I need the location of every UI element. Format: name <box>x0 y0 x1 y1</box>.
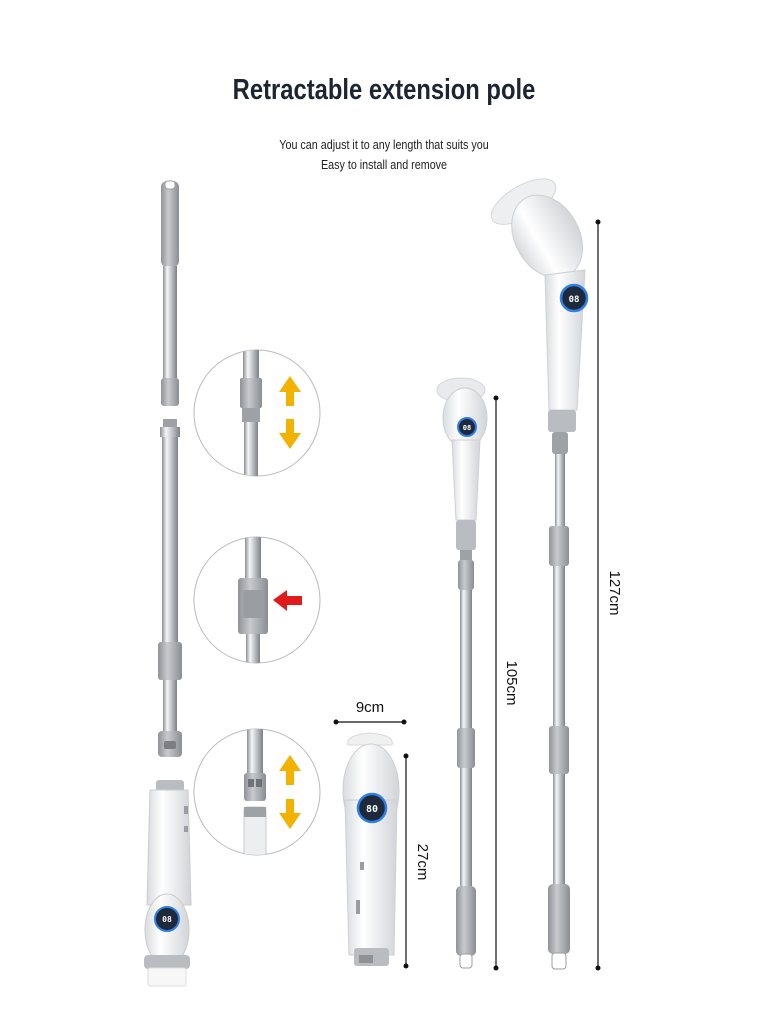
inset-adjust-top <box>193 349 321 477</box>
arrow-left-icon <box>273 590 302 611</box>
dimension-head-length: 27cm <box>403 753 431 969</box>
assembled-tall: 08 <box>490 178 589 970</box>
arrow-down-icon <box>279 799 301 829</box>
label-105cm: 105cm <box>503 660 520 705</box>
arrow-up-icon <box>279 376 301 406</box>
display-small: 08 <box>463 424 471 432</box>
inset-adjust-bottom <box>193 728 321 856</box>
pole-brush-head: 08 <box>144 780 192 987</box>
subtitle-install: Easy to install and remove <box>320 158 448 172</box>
display-left: 08 <box>162 915 172 924</box>
display-mid: 80 <box>366 804 378 815</box>
assembled-mid: 08 <box>436 377 488 969</box>
pole-middle-section <box>158 419 182 757</box>
pole-top-section <box>161 180 179 406</box>
label-27cm: 27cm <box>414 844 431 881</box>
display-large: 08 <box>569 295 580 305</box>
inset-press-button <box>193 536 321 664</box>
dimension-mid-length: 105cm <box>493 395 520 971</box>
label-9cm: 9cm <box>356 699 384 716</box>
dimension-full-length: 127cm <box>595 219 623 971</box>
arrow-up-icon <box>279 755 301 785</box>
page-title: Retractable extension pole <box>232 74 536 106</box>
subtitle-adjust: You can adjust it to any length that sui… <box>279 138 489 152</box>
handheld-unit: 80 <box>342 732 400 966</box>
dimension-width: 9cm <box>333 699 407 725</box>
label-127cm: 127cm <box>606 570 623 615</box>
arrow-down-icon <box>279 419 301 449</box>
